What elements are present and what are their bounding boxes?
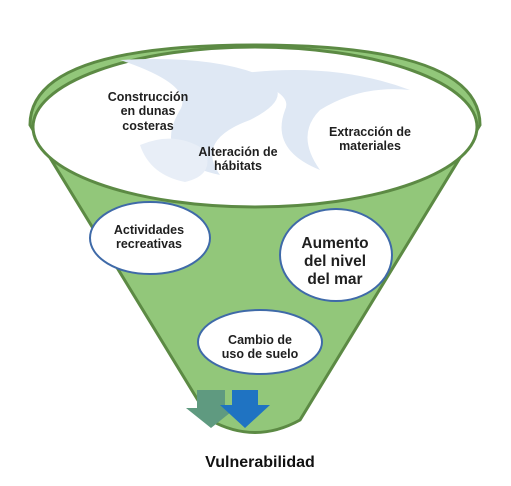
label-cambio: Cambio de uso de suelo (221, 333, 299, 362)
label-construccion: Construcción en dunas costeras (107, 90, 189, 133)
bubble-actividades (89, 201, 211, 275)
bubble-cambio (197, 309, 323, 375)
label-alteracion: Alteración de hábitats (198, 145, 278, 174)
label-actividades: Actividades recreativas (113, 223, 185, 252)
swirl-decoration (230, 70, 410, 170)
swirl-decoration (140, 138, 208, 182)
result-label: Vulnerabilidad (205, 454, 315, 471)
bubble-aumento (279, 208, 393, 302)
swirl-decoration (120, 59, 278, 175)
back-arrow-icon (186, 390, 236, 428)
label-aumento: Aumento del nivel del mar (301, 235, 369, 288)
label-extraccion: Extracción de materiales (329, 125, 411, 154)
down-arrow-icon (220, 390, 270, 428)
